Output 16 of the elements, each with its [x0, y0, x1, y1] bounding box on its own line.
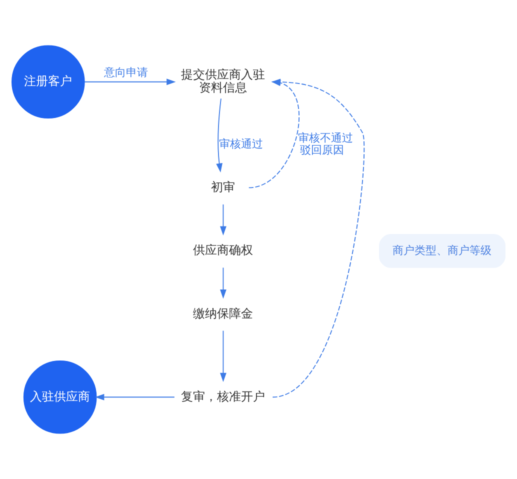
node-text: 复审，核准开户: [181, 389, 266, 404]
node-text: 初审: [211, 180, 236, 194]
arrow: [95, 394, 175, 400]
node-text: 缴纳保障金: [193, 306, 254, 320]
arrow: [220, 204, 226, 236]
node-circle: 入驻供应商: [23, 360, 97, 434]
arrow: [216, 98, 222, 173]
arrow: [220, 267, 226, 299]
edge-label: 审核不通过驳回原因: [298, 132, 353, 156]
node-text: 提交供应商入驻资料信息: [181, 68, 266, 94]
edge-label: 审核通过: [218, 137, 263, 150]
arrow: [84, 78, 176, 86]
node-circle: 注册客户: [12, 45, 85, 119]
edge-label: 意向申请: [104, 66, 148, 79]
arrow: [220, 330, 226, 382]
node-text: 供应商确权: [193, 243, 254, 258]
